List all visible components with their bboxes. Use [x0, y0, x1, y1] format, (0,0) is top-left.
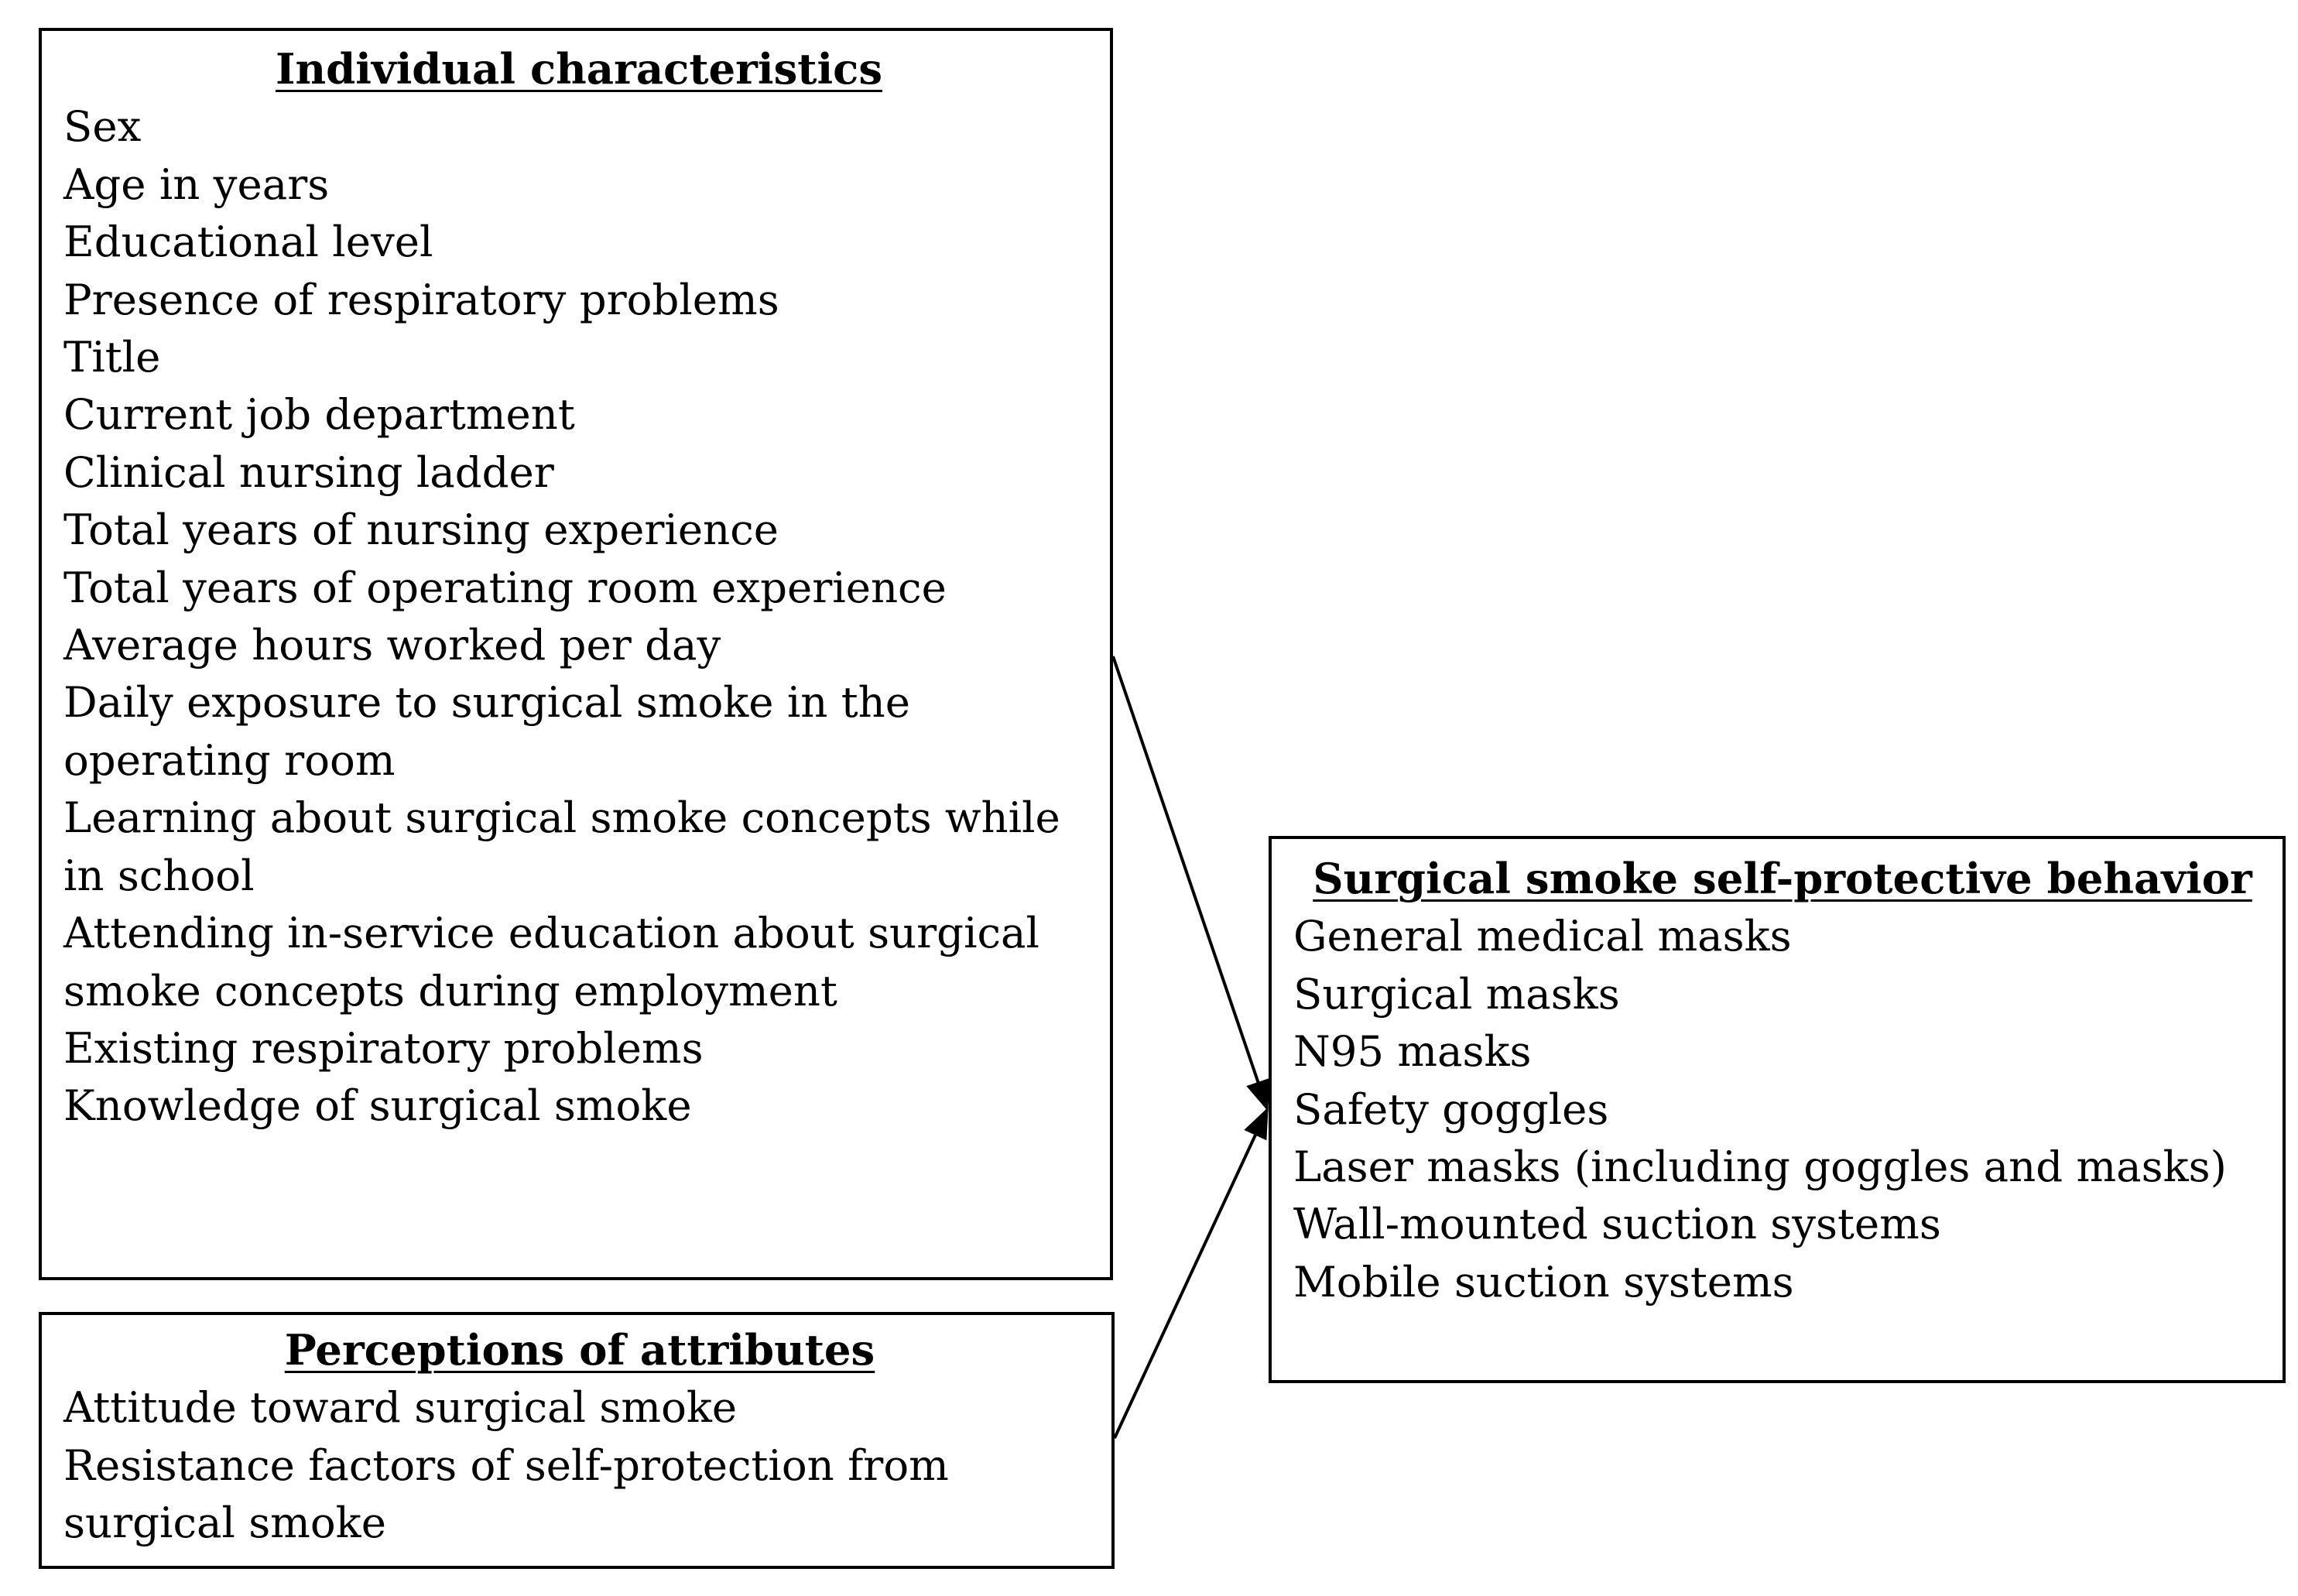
self-protective-behavior-title: Surgical smoke self-protective behavior: [1313, 854, 2252, 903]
individual-item: Average hours worked per day: [63, 620, 721, 670]
perceptions-of-attributes-box: Perceptions of attributes Attitude towar…: [39, 1312, 1115, 1569]
behavior-item: Safety goggles: [1293, 1084, 1609, 1134]
arrow-perceptions-to-behavior: [1113, 1107, 1269, 1439]
perceptions-of-attributes-title: Perceptions of attributes: [284, 1325, 875, 1375]
individual-item: Presence of respiratory problems: [63, 274, 779, 324]
individual-item: Existing respiratory problems: [63, 1022, 704, 1073]
individual-item: Current job department: [63, 389, 575, 440]
individual-item: Knowledge of surgical smoke: [63, 1081, 692, 1131]
individual-item: Total years of nursing experience: [63, 505, 779, 555]
individual-item: Sex: [63, 101, 142, 152]
individual-item: Daily exposure to surgical smoke in the …: [63, 677, 910, 785]
perceptions-item: Resistance factors of self-protection fr…: [63, 1440, 949, 1548]
behavior-item: Mobile suction systems: [1293, 1256, 1794, 1307]
behavior-item: Wall-mounted suction systems: [1293, 1199, 1941, 1249]
individual-characteristics-list: Sex Age in years Educational level Prese…: [63, 98, 1094, 1134]
individual-item: Total years of operating room experience: [63, 562, 947, 612]
behavior-item: Laser masks (including goggles and masks…: [1293, 1142, 2227, 1192]
behavior-item: Surgical masks: [1293, 968, 1620, 1019]
individual-item: Educational level: [63, 217, 433, 267]
individual-item: Age in years: [63, 159, 330, 209]
individual-item: Clinical nursing ladder: [63, 447, 554, 497]
individual-characteristics-box: Individual characteristics Sex Age in ye…: [39, 28, 1113, 1280]
perceptions-item: Attitude toward surgical smoke: [63, 1382, 738, 1433]
individual-item: Title: [63, 332, 161, 382]
arrow-individual-to-behavior: [1111, 656, 1270, 1111]
behavior-item: General medical masks: [1293, 911, 1792, 961]
individual-characteristics-title: Individual characteristics: [275, 44, 883, 94]
perceptions-list: Attitude toward surgical smoke Resistanc…: [63, 1379, 1096, 1551]
behavior-list: General medical masks Surgical masks N95…: [1293, 907, 2272, 1310]
individual-item: Attending in-service education about sur…: [63, 908, 1039, 1015]
behavior-item: N95 masks: [1293, 1026, 1532, 1077]
individual-item: Learning about surgical smoke concepts w…: [63, 793, 1060, 900]
self-protective-behavior-box: Surgical smoke self-protective behavior …: [1269, 836, 2286, 1383]
